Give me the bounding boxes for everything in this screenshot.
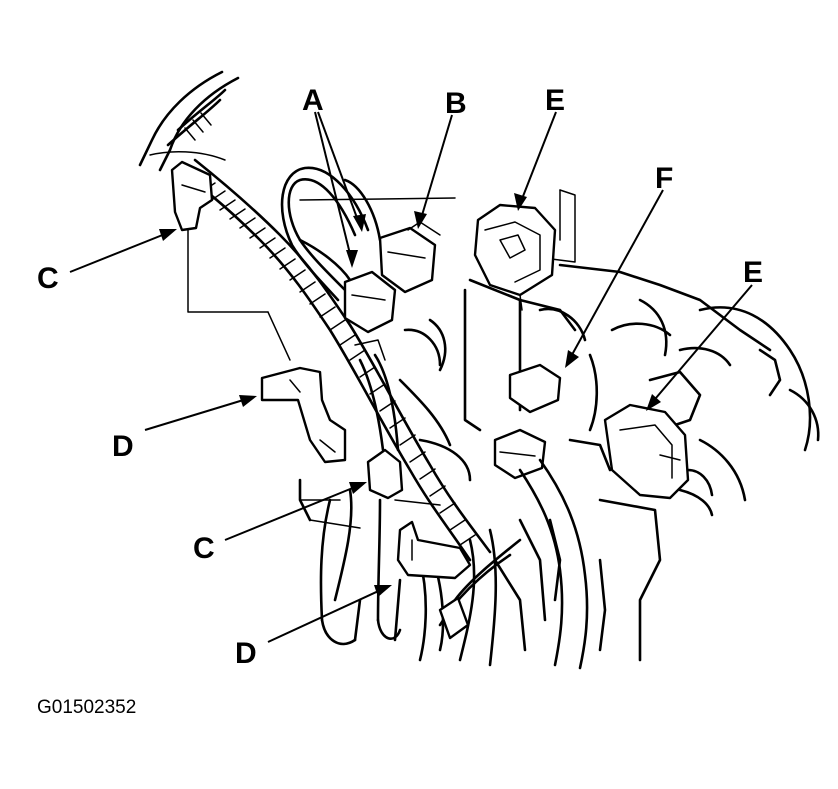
label-b: B [445,87,467,120]
label-c-bottom: C [193,532,215,565]
label-f: F [655,162,673,195]
label-e-top: E [545,84,565,117]
label-c-top: C [37,262,59,295]
wire-loops [280,166,382,302]
lower-hose [438,458,589,670]
label-d-bottom: D [235,637,257,670]
corrugated-harness [166,88,492,562]
label-a: A [302,84,324,117]
leader-arrows [69,111,753,643]
figure-id: G01502352 [37,697,136,718]
harness-clip-top [170,160,214,232]
connector-f [493,363,562,480]
label-d-mid: D [112,430,134,463]
connector-a [343,221,441,334]
bracket-d-mid [260,366,347,464]
bracket-d-bottom [396,520,472,580]
label-e-right: E [743,256,763,289]
connector-e-right [603,403,714,500]
harness-clip-bottom [354,339,404,500]
engine-background-lines [138,70,820,667]
connector-e-top [473,203,557,311]
